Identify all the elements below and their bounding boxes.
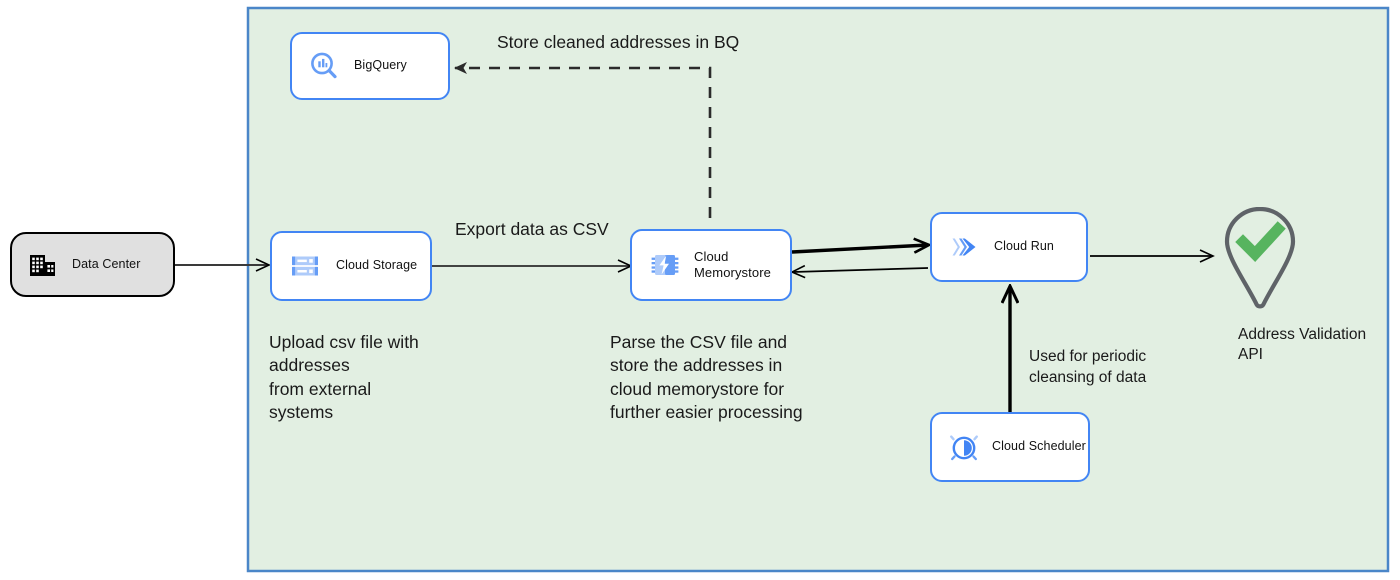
edge-label-export-csv: Export data as CSV [455, 219, 609, 239]
cloud-scheduler-icon [948, 431, 980, 463]
edge-to-bigquery-dashed [454, 62, 712, 218]
cloud-run-icon [948, 231, 980, 263]
edge-memorystore-to-cloudrun [791, 245, 928, 252]
node-label-cloud-storage: Cloud Storage [336, 258, 418, 273]
label-address-validation-api: Address Validation API [1238, 326, 1367, 364]
node-label-cloud-scheduler: Cloud Scheduler [992, 439, 1086, 454]
node-cloud-storage[interactable]: Cloud Storage [270, 231, 432, 301]
node-cloud-run[interactable]: Cloud Run [930, 212, 1088, 282]
bigquery-icon [308, 50, 340, 82]
node-label-data-center: Data Center [72, 256, 141, 271]
node-data-center[interactable]: Data Center [10, 232, 175, 297]
annotation-upload-note: Upload csv file with addresses from exte… [269, 332, 419, 422]
node-address-validation-api[interactable] [1218, 205, 1302, 310]
node-cloud-memorystore[interactable]: Cloud Memorystore [630, 229, 792, 301]
node-label-cloud-run: Cloud Run [994, 239, 1054, 254]
annotation-parse-note: Parse the CSV file and store the address… [610, 332, 803, 422]
cloud-memorystore-icon [650, 250, 680, 280]
edge-label-periodic-cleansing: Used for periodic cleansing of data [1029, 348, 1147, 386]
node-label-cloud-memorystore: Cloud Memorystore [694, 248, 771, 280]
cloud-storage-icon [290, 251, 320, 281]
data-center-icon [28, 250, 58, 280]
edge-cloudrun-to-memorystore [790, 264, 929, 279]
node-bigquery[interactable]: BigQuery [290, 32, 450, 100]
map-pin-check-icon [1224, 206, 1296, 309]
node-label-bigquery: BigQuery [354, 58, 407, 73]
node-cloud-scheduler[interactable]: Cloud Scheduler [930, 412, 1090, 482]
edge-label-store-in-bq: Store cleaned addresses in BQ [497, 32, 740, 52]
